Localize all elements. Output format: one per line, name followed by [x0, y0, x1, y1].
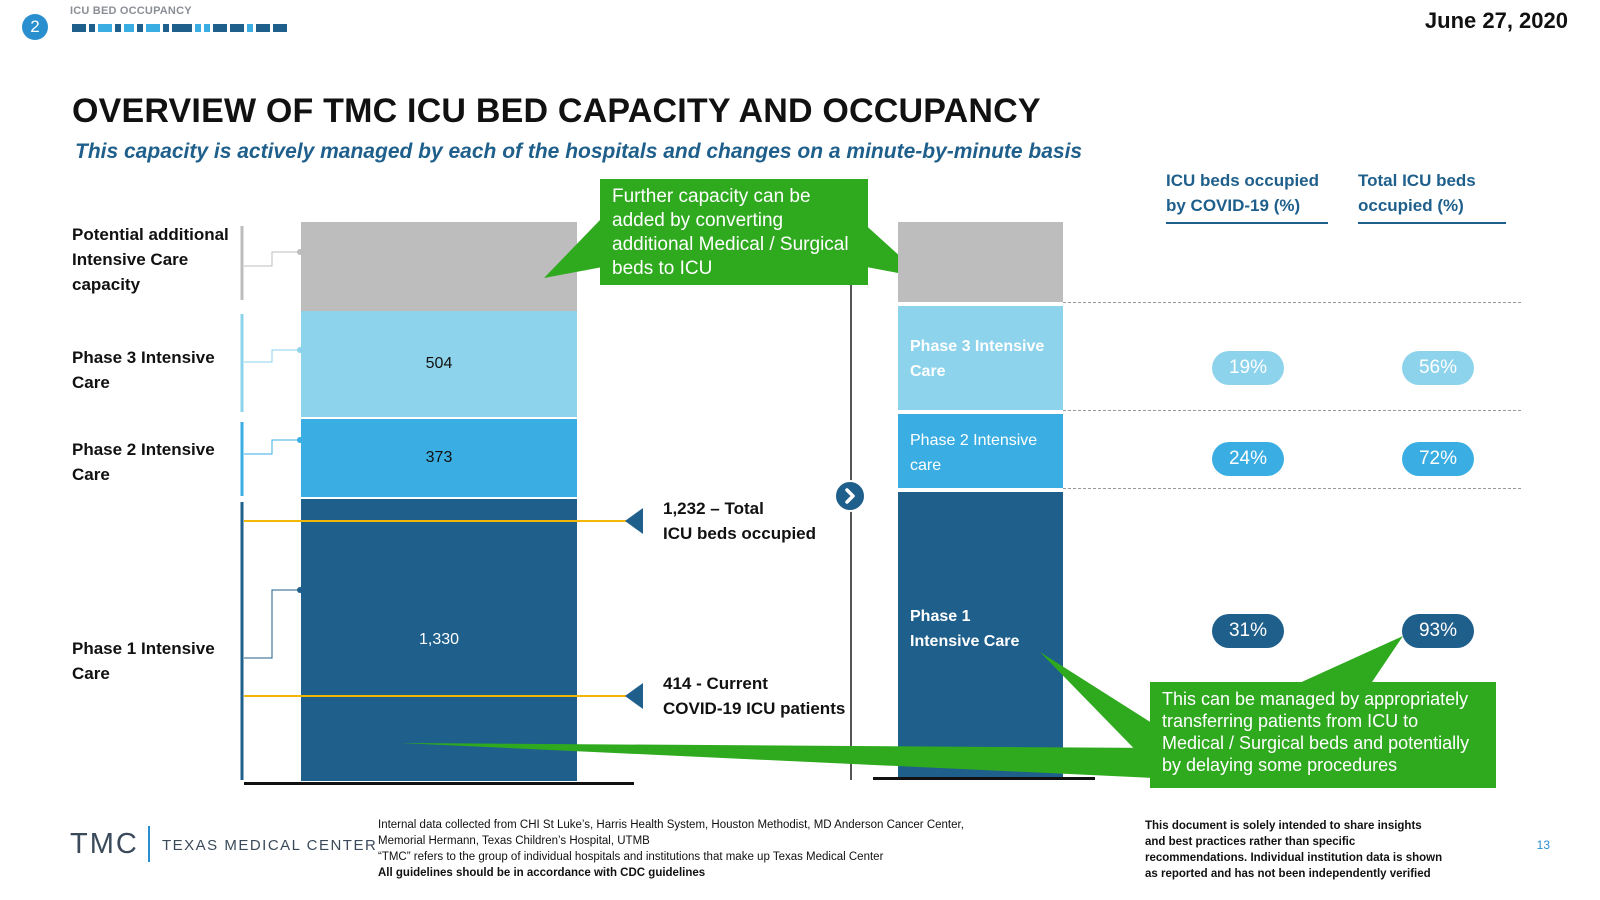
label-phase2: Phase 2 Intensive Care	[72, 440, 215, 484]
chevron-right-icon	[834, 480, 866, 512]
progress-segment	[115, 24, 121, 32]
reference-line-covid-patients	[244, 695, 630, 697]
progress-segment	[137, 24, 143, 32]
right-bar-phase1: Phase 1 Intensive Care	[898, 492, 1063, 778]
page-subtitle: This capacity is actively managed by eac…	[75, 140, 1083, 163]
section-divider	[850, 282, 852, 780]
progress-segment	[204, 24, 210, 32]
segment-value-label: 373	[425, 449, 453, 466]
footer-disclaimer: This document is solely intended to shar…	[1145, 820, 1443, 880]
annotation-covid-desc: COVID-19 ICU patients	[663, 699, 846, 718]
pill-covid-pct: 31%	[1212, 614, 1284, 648]
right-bar-phase2-label: Phase 2 Intensive care	[910, 432, 1038, 474]
pill-covid-pct: 24%	[1212, 442, 1284, 476]
main-stacked-bar: 1,330 373 504	[301, 222, 577, 783]
progress-segment	[213, 24, 227, 32]
pill-total-pct: 56%	[1402, 351, 1474, 385]
footer-source-notes: Internal data collected from CHI St Luke…	[378, 817, 1018, 881]
pointer-arrow-icon	[625, 683, 643, 709]
main-bar-segment-potential	[301, 222, 577, 311]
segment-value-label: 1,330	[418, 631, 460, 648]
callout-bottom-arrows	[400, 636, 1403, 778]
tmc-logo: TMC	[70, 828, 139, 860]
source-line-4: All guidelines should be in accordance w…	[378, 867, 706, 879]
source-line-1: Internal data collected from CHI St Luke…	[378, 819, 964, 831]
pointer-arrow-icon	[625, 508, 643, 534]
right-bar-phase1-label: Phase 1 Intensive Care	[910, 608, 1020, 650]
progress-segment	[98, 24, 112, 32]
column-header-total-pct: Total ICU beds occupied (%)	[1358, 168, 1506, 224]
label-potential-capacity: Potential additional Intensive Care capa…	[72, 225, 229, 294]
progress-segment	[163, 24, 169, 32]
pill-covid-pct: 19%	[1212, 351, 1284, 385]
annotation-covid-value: 414 - Current	[663, 674, 768, 693]
right-bar-baseline	[873, 777, 1095, 780]
right-bar-phase3: Phase 3 Intensive Care	[898, 306, 1063, 410]
progress-segment	[247, 24, 253, 32]
annotation-total-value: 1,232 – Total	[663, 499, 764, 518]
reference-line-total-occupied	[244, 520, 630, 522]
pill-total-pct: 93%	[1402, 614, 1474, 648]
page-title: OVERVIEW OF TMC ICU BED CAPACITY AND OCC…	[72, 92, 1041, 130]
source-line-3: “TMC” refers to the group of individual …	[378, 851, 884, 863]
page-number: 13	[1536, 838, 1550, 852]
tmc-logo-text: TEXAS MEDICAL CENTER	[162, 837, 378, 854]
report-date: June 27, 2020	[1424, 8, 1568, 33]
column-header-covid-pct: ICU beds occupied by COVID-19 (%)	[1166, 168, 1328, 224]
right-bar-phase2: Phase 2 Intensive care	[898, 414, 1063, 488]
progress-segment	[89, 24, 95, 32]
progress-segment	[172, 24, 192, 32]
progress-segment	[146, 24, 160, 32]
progress-segment	[273, 24, 287, 32]
section-label: ICU BED OCCUPANCY	[70, 5, 192, 17]
row-separator	[1063, 302, 1521, 303]
source-line-2: Memorial Hermann, Texas Children’s Hospi…	[378, 835, 650, 847]
main-bar-segment-phase3: 504	[301, 311, 577, 417]
main-bar-segment-phase2: 373	[301, 419, 577, 497]
label-phase3: Phase 3 Intensive Care	[72, 348, 215, 392]
progress-segment	[230, 24, 244, 32]
section-number-badge: 2	[22, 14, 48, 40]
main-bar-baseline	[244, 782, 634, 785]
progress-segment	[195, 24, 201, 32]
callout-managed-transfer: This can be managed by appropriately tra…	[1150, 682, 1496, 788]
segment-value-label: 504	[425, 355, 453, 372]
right-bar-potential	[898, 222, 1063, 302]
progress-segment	[124, 24, 134, 32]
row-separator	[1063, 410, 1521, 411]
logo-divider	[148, 826, 150, 862]
progress-segment	[256, 24, 270, 32]
section-progress-indicator	[72, 24, 287, 32]
right-bar-phase3-label: Phase 3 Intensive Care	[910, 338, 1045, 380]
annotation-total-occupied: 1,232 – Total ICU beds occupied	[663, 496, 816, 546]
annotation-total-desc: ICU beds occupied	[663, 524, 817, 543]
label-phase1: Phase 1 Intensive Care	[72, 639, 215, 683]
callout-further-capacity: Further capacity can be added by convert…	[600, 179, 868, 285]
pill-total-pct: 72%	[1402, 442, 1474, 476]
row-separator	[1063, 488, 1521, 489]
annotation-covid-patients: 414 - Current COVID-19 ICU patients	[663, 671, 845, 721]
bracket-connectors	[240, 226, 303, 780]
main-bar-segment-phase1: 1,330	[301, 499, 577, 781]
progress-segment	[72, 24, 86, 32]
